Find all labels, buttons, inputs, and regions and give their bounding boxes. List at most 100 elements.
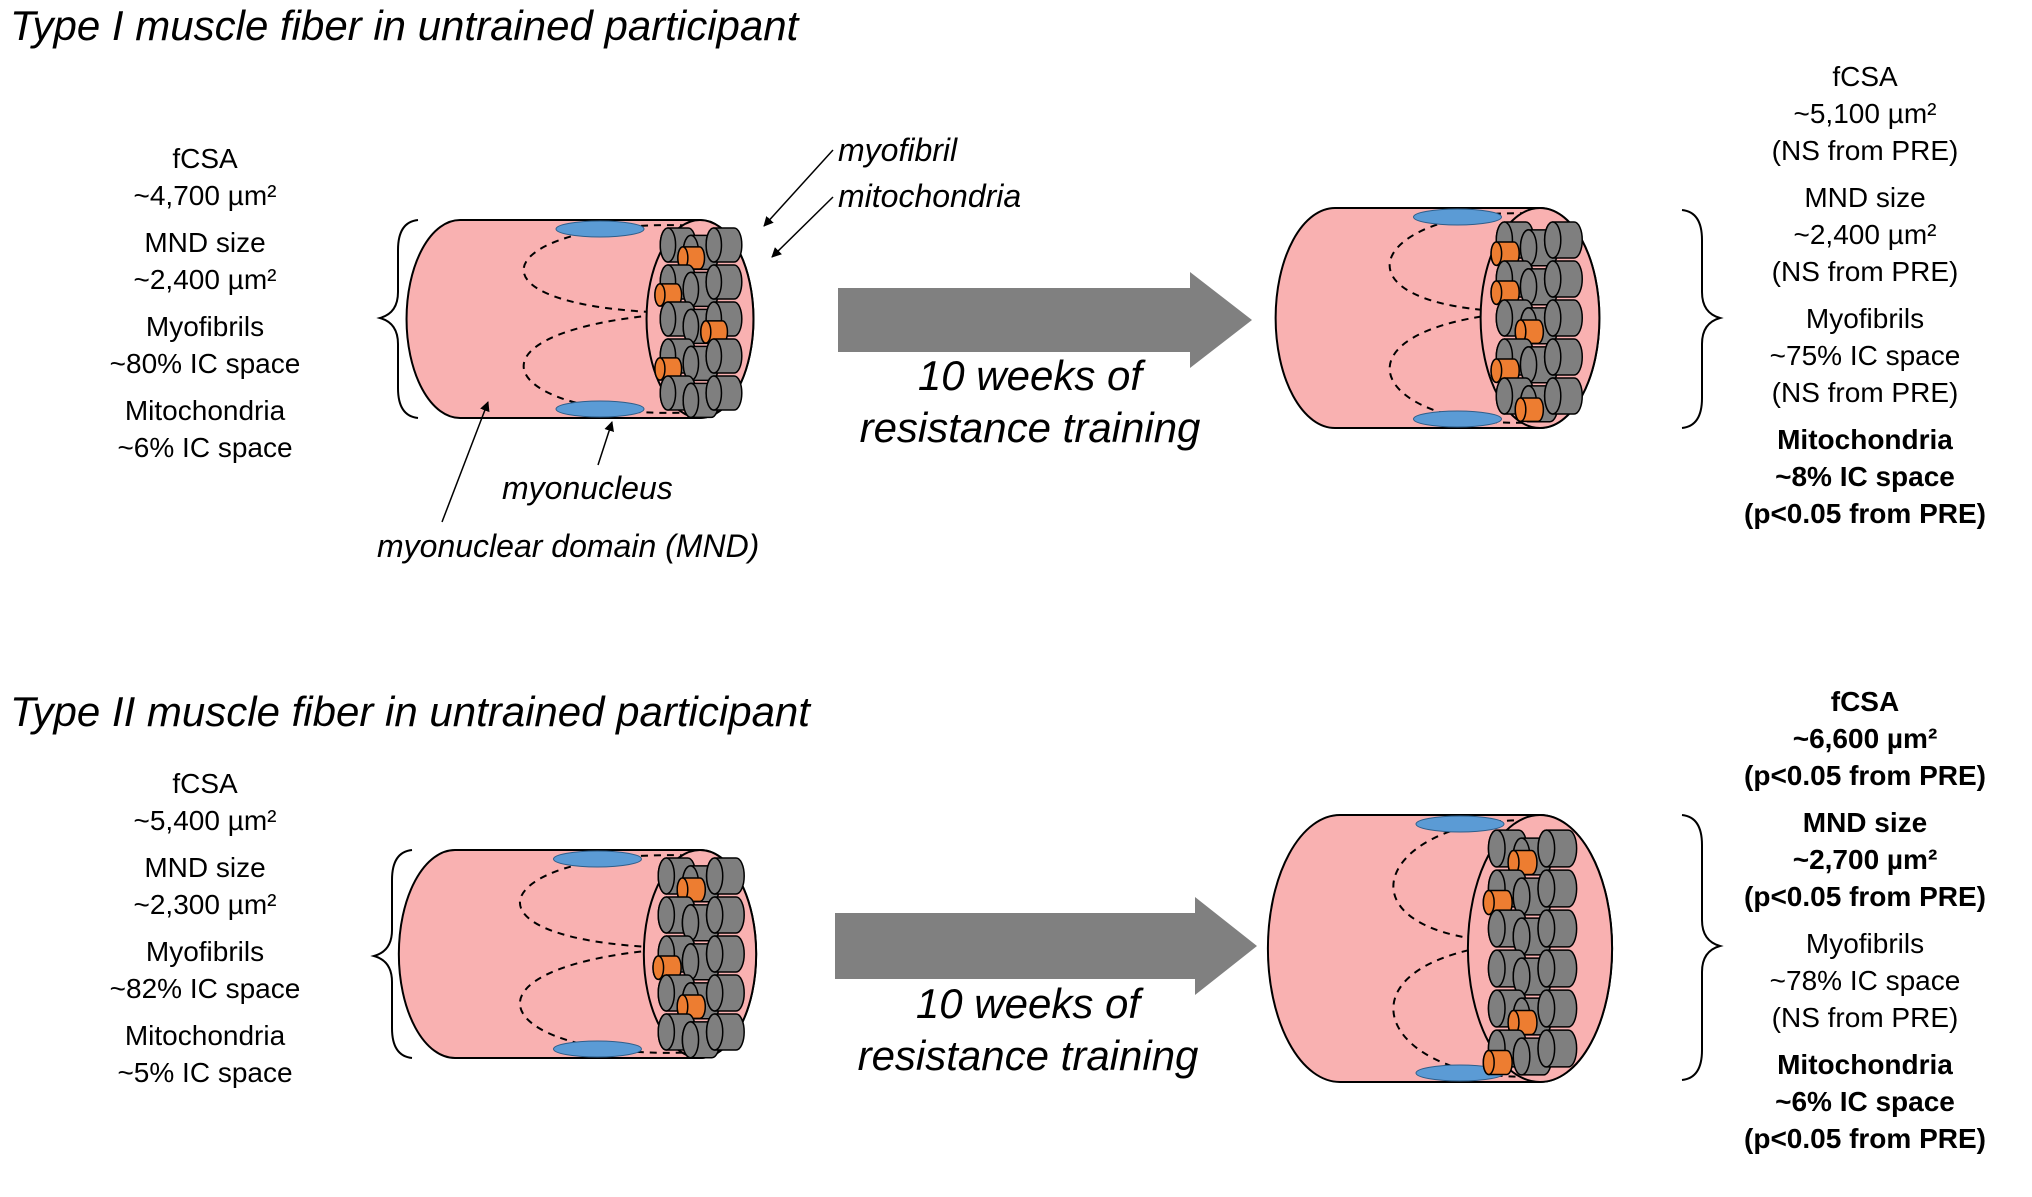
myofibril-end [1512, 1037, 1531, 1076]
stat-line: (NS from PRE) [1771, 256, 1959, 287]
panel-1-arrow-label: 10 weeks of resistance training [820, 350, 1240, 454]
myofibril-end [705, 227, 723, 263]
stat-line: ~2,400 µm² [1793, 219, 1937, 250]
mnd-pointer [441, 401, 490, 523]
training-arrow [838, 272, 1252, 368]
stat-line: Mitochondria [1777, 1049, 1953, 1080]
stat-line: Mitochondria [124, 1020, 286, 1051]
myofibril-end [682, 382, 700, 419]
myofibril-end [1537, 829, 1556, 868]
stat-block: MND size ~2,300 µm² [55, 849, 355, 923]
post-brace [1681, 814, 1724, 1081]
stat-line: (NS from PRE) [1771, 377, 1959, 408]
stat-block: MND size~2,700 µm²(p<0.05 from PRE) [1700, 804, 2030, 915]
stat-line: MND size [144, 227, 266, 258]
stat-line: ~75% IC space [1769, 340, 1961, 371]
stat-line: Mitochondria [124, 395, 286, 426]
myofibril-end [657, 896, 676, 934]
stat-line: (NS from PRE) [1771, 1002, 1959, 1033]
panel-2-title: Type II muscle fiber in untrained partic… [10, 688, 810, 735]
myofibril-end [705, 857, 724, 895]
myonuclear-domain [1392, 941, 1541, 1078]
myofibril-end [1537, 949, 1556, 988]
stat-line: ~2,700 µm² [1792, 844, 1938, 875]
stat-block: Myofibrils~80% IC space [55, 308, 355, 382]
myofibril-end [1495, 377, 1514, 415]
myofibril-end [681, 1021, 700, 1059]
myofibril-label: myofibril [838, 132, 958, 168]
stat-line: ~2,300 µm² [133, 889, 277, 920]
myofibril-end [705, 896, 724, 934]
myofibril-end [657, 857, 676, 895]
myofibril-end [705, 935, 724, 973]
stat-line: ~4,700 µm² [133, 180, 277, 211]
mitochondrion-end [1490, 241, 1503, 267]
stat-line: Myofibrils [1805, 303, 1925, 334]
myonuclear-domain [522, 224, 701, 314]
training-arrow [835, 897, 1257, 995]
arrow-label-line-2: resistance training [857, 1032, 1199, 1079]
stat-block: Myofibrils ~75% IC space (NS from PRE) [1700, 300, 2030, 411]
mitochondrion-end [1490, 358, 1503, 384]
myofibril-end [705, 1013, 724, 1051]
mnd-label: myonuclear domain (MND) [377, 528, 760, 564]
myofibril-end [1487, 949, 1506, 988]
mitochondrion-end [700, 320, 712, 344]
stat-line: (NS from PRE) [1771, 135, 1959, 166]
stat-line: Myofibrils [1805, 928, 1925, 959]
stat-line: ~78% IC space [1769, 965, 1961, 996]
myofibril-end [1487, 989, 1506, 1028]
panel-2-arrow-label: 10 weeks of resistance training [818, 978, 1238, 1082]
myofibril-end [1537, 909, 1556, 948]
myonucleus [1413, 208, 1502, 226]
stat-line: ~6% IC space [1775, 1086, 1955, 1117]
mitochondrion-end [652, 955, 665, 981]
stat-line: MND size [144, 852, 266, 883]
panel-1-title: Type I muscle fiber in untrained partici… [10, 2, 799, 49]
myofibril-end [1543, 338, 1562, 376]
myonucleus-pointer [597, 421, 614, 466]
stat-line: (p<0.05 from PRE) [1744, 881, 1986, 912]
myofibril-end [1537, 1029, 1556, 1068]
stat-line: MND size [1804, 182, 1926, 213]
myofibril-end [705, 338, 723, 374]
mitochondria-pointer [771, 196, 834, 258]
myonucleus-label: myonucleus [502, 470, 673, 506]
stat-line: ~82% IC space [109, 973, 301, 1004]
stat-block: fCSA~6,600 µm²(p<0.05 from PRE) [1700, 683, 2030, 794]
myonucleus [1413, 410, 1502, 428]
stat-block: Mitochondria~8% IC space(p<0.05 from PRE… [1700, 421, 2030, 532]
myofibril-pointer [763, 149, 834, 227]
stat-line: ~5% IC space [117, 1057, 293, 1088]
stat-block: fCSA~5,100 µm²(NS from PRE) [1700, 58, 2030, 169]
post-brace [1681, 209, 1724, 429]
myofibril-end [1543, 221, 1562, 259]
arrow-label-line-1: 10 weeks of [917, 352, 1143, 399]
myofibril-end [1487, 909, 1506, 948]
myofibril-end [1543, 377, 1562, 415]
myofibril-end [1537, 989, 1556, 1028]
myonucleus [1415, 815, 1505, 833]
myofibril-end [1487, 829, 1506, 868]
myofibril-end [705, 974, 724, 1012]
myofibril-end [659, 301, 677, 337]
myofibril-end [1543, 299, 1562, 337]
myonucleus [555, 400, 645, 418]
pre-brace [376, 219, 419, 419]
mitochondrion-end [1482, 1049, 1495, 1076]
myofibril-end [657, 1013, 676, 1051]
myonucleus [555, 220, 645, 238]
stat-block: Mitochondria ~5% IC space [55, 1017, 355, 1091]
stat-line: ~5,400 µm² [133, 805, 277, 836]
stat-line: (p<0.05 from PRE) [1744, 1123, 1986, 1154]
myonuclear-domain [1388, 212, 1541, 313]
stat-line: fCSA [1830, 686, 1900, 717]
mitochondria-label: mitochondria [838, 178, 1022, 214]
mitochondrion-end [1490, 280, 1503, 306]
stat-block: MND size ~2,400 µm² (NS from PRE) [1700, 179, 2030, 290]
myofibril-end [1543, 260, 1562, 298]
stat-line: fCSA [1832, 61, 1898, 92]
